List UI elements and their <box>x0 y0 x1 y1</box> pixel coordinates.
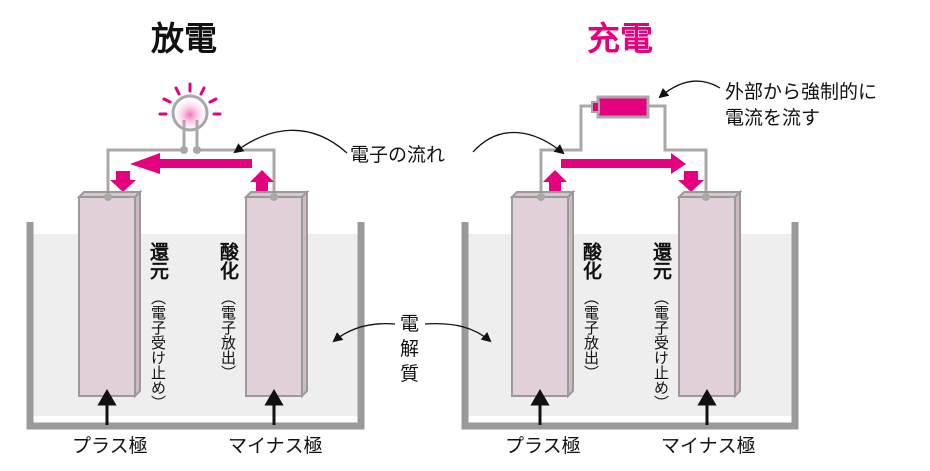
arrow-up-icon <box>97 389 117 406</box>
svg-text:質: 質 <box>400 363 419 385</box>
charge-wires <box>539 104 708 197</box>
charge-right-reaction: 還元 <box>650 242 672 281</box>
battery-note-pointer <box>658 80 721 99</box>
charge-left-reaction: 酸化 <box>580 241 602 281</box>
discharge-wires <box>106 120 276 197</box>
electron-flow-pointer-left <box>233 129 348 154</box>
battery-icon <box>591 95 650 119</box>
arrow-up-icon <box>530 389 550 406</box>
discharge-left-electrode <box>76 189 143 399</box>
charge-left-electrode-label: プラス極 <box>505 435 581 457</box>
charge-electron-arrows <box>543 153 704 195</box>
electrolyte-pointer-left <box>332 322 396 343</box>
discharge-right-reaction: 酸化 <box>217 241 239 281</box>
discharge-left-electrode-label: プラス極 <box>72 435 148 457</box>
arrow-down-icon <box>678 171 704 192</box>
arrow-up-icon <box>697 389 717 406</box>
electron-flow-label: 電子の流れ <box>350 144 445 166</box>
svg-text:電: 電 <box>400 313 419 335</box>
arrow-up-icon <box>543 170 567 195</box>
discharge-right-electrode-label: マイナス極 <box>228 435 323 457</box>
charge-right-detail: （電子受け止め） <box>652 290 670 410</box>
battery-note-line1: 外部から強制的に <box>725 81 877 103</box>
arrow-up-icon <box>264 389 284 406</box>
discharge-title: 放電 <box>151 19 217 58</box>
discharge-electron-arrows <box>110 153 274 195</box>
charge-right-electrode <box>676 189 743 399</box>
arrow-down-icon <box>110 171 136 192</box>
charge-right-electrode-label: マイナス極 <box>661 435 756 457</box>
discharge-left-reaction: 還元 <box>147 242 169 281</box>
charge-left-detail: （電子放出） <box>582 290 600 380</box>
electrolyte-label: 電 解 質 <box>400 313 419 385</box>
discharge-right-electrode <box>243 189 310 399</box>
battery-note-line2: 電流を流す <box>725 107 820 129</box>
discharge-left-detail: （電子受け止め） <box>149 290 167 410</box>
electrolyte-pointer-right <box>424 322 492 343</box>
svg-text:解: 解 <box>400 338 419 360</box>
light-bulb-icon <box>158 82 222 132</box>
discharge-right-detail: （電子放出） <box>219 290 237 380</box>
electron-flow-pointer-right <box>472 131 565 155</box>
charge-title: 充電 <box>587 19 653 58</box>
arrow-up-icon <box>250 170 274 195</box>
charge-left-electrode <box>509 189 576 399</box>
